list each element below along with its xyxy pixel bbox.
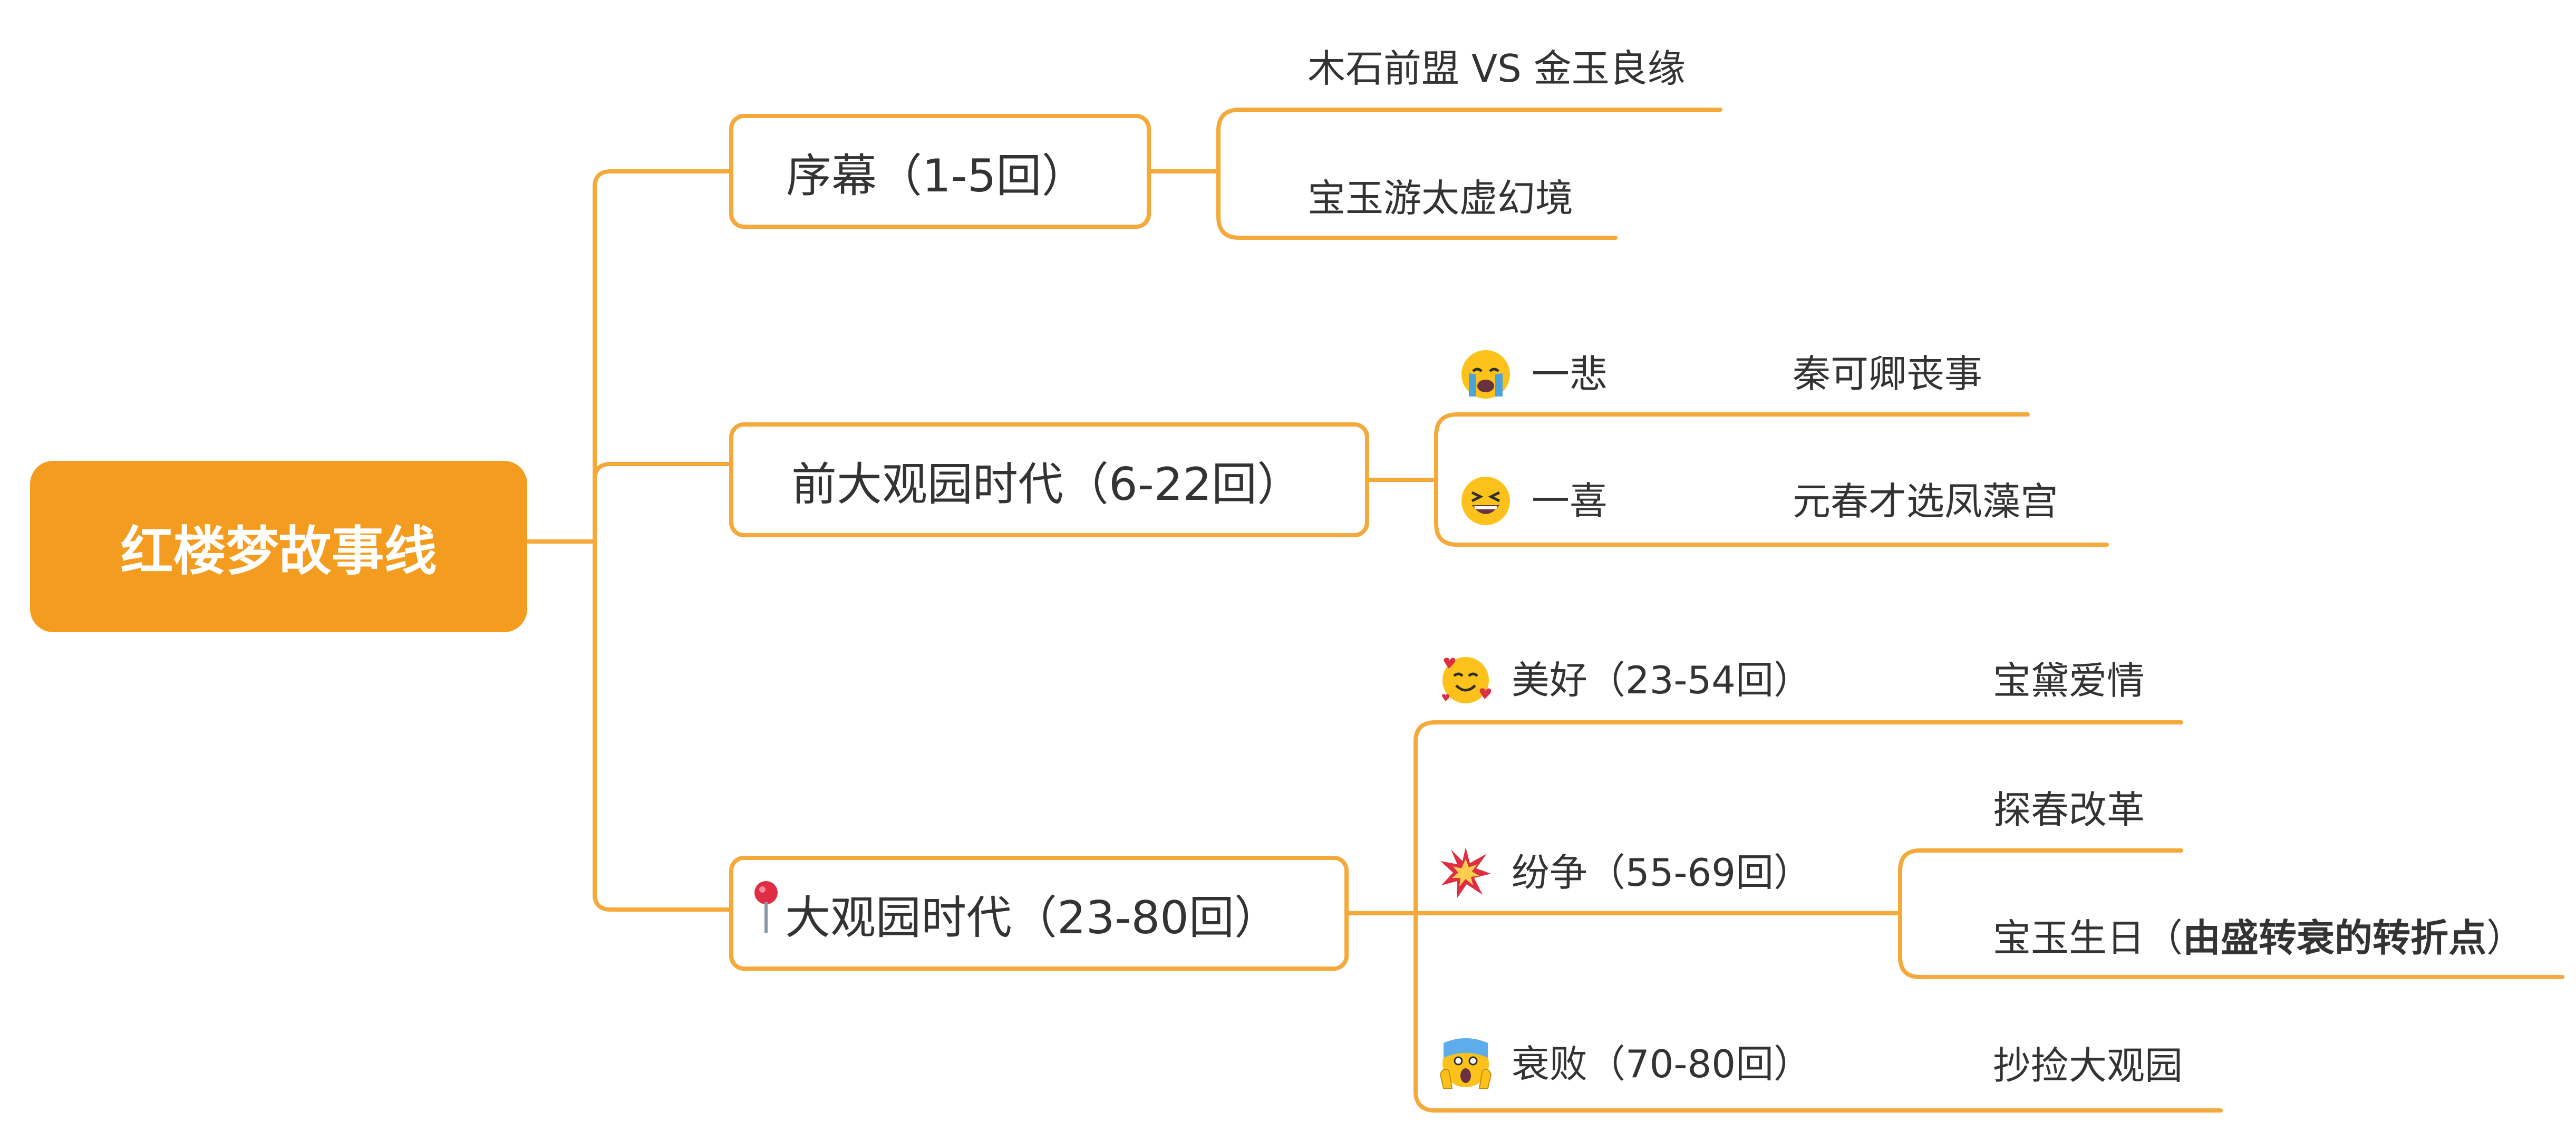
leaf-baodai-love: 宝黛爱情 (1993, 659, 2145, 703)
leaf-garden-search: 抄捡大观园 (1993, 1043, 2183, 1088)
collision-icon (1439, 846, 1492, 905)
branch-garden-era[interactable]: 大观园时代（23-80回） (729, 856, 1349, 971)
turning-point-emphasis: 由盛转衰的转折点 (2183, 916, 2487, 960)
leaf-decline-period: 衰败（70-80回） (1439, 1038, 1812, 1096)
leaf-label: 衰败（70-80回） (1511, 1042, 1812, 1087)
leaf-conflict-period: 纷争（55-69回） (1439, 846, 1812, 905)
branch-label: 前大观园时代（6-22回） (791, 458, 1303, 511)
leaf-label: 一喜 (1531, 479, 1607, 524)
leaf-mushi-vs-jinyu: 木石前盟 VS 金玉良缘 (1308, 46, 1686, 91)
branch-label: 序幕（1-5回） (786, 149, 1087, 202)
leaf-label: 美好（23-54回） (1511, 658, 1812, 703)
pushpin-icon (750, 879, 782, 948)
connector-trunk (593, 169, 613, 912)
grinning-face-icon (1459, 475, 1512, 533)
leaf-label: 一悲 (1531, 352, 1607, 397)
connector-conflict-details (1898, 848, 2564, 979)
screaming-face-icon (1439, 1038, 1492, 1096)
leaf-one-joy: 一喜 (1459, 475, 1607, 533)
leaf-tanchun-reform: 探春改革 (1993, 788, 2145, 832)
branch-pre-garden-era[interactable]: 前大观园时代（6-22回） (729, 422, 1369, 537)
leaf-taixu-dream: 宝玉游太虚幻境 (1308, 176, 1574, 220)
connector-branch-2 (593, 462, 731, 482)
leaf-one-sorrow: 一悲 (1459, 348, 1607, 407)
leaf-qin-keqing-funeral: 秦可卿丧事 (1793, 352, 1983, 396)
branch-prologue[interactable]: 序幕（1-5回） (729, 114, 1151, 229)
leaf-label-suffix: ） (2486, 916, 2525, 960)
leaf-label-prefix: 宝玉生日（ (1993, 916, 2183, 960)
leaf-baoyu-birthday: 宝玉生日（由盛转衰的转折点） (1993, 919, 2524, 957)
leaf-label: 纷争（55-69回） (1511, 850, 1812, 895)
branch-label: 大观园时代（23-80回） (785, 891, 1280, 944)
smiling-face-with-hearts-icon (1439, 654, 1492, 712)
root-node[interactable]: 红楼梦故事线 (30, 461, 527, 632)
leaf-beautiful-period: 美好（23-54回） (1439, 654, 1812, 712)
leaf-yuanchun-selected: 元春才选凤藻宫 (1793, 479, 2059, 524)
crying-face-icon (1459, 348, 1512, 407)
root-label: 红楼梦故事线 (120, 520, 437, 582)
